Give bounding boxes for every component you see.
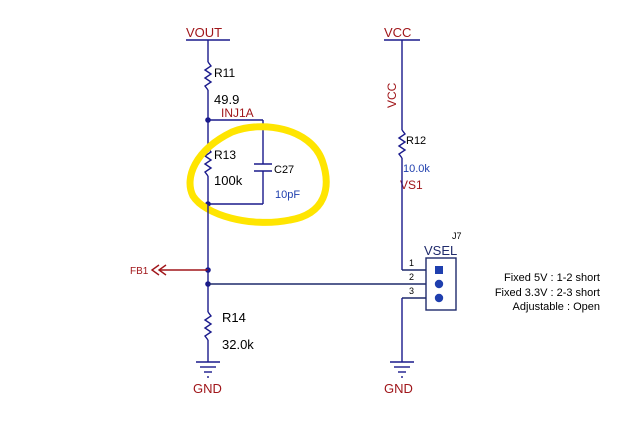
j7-pin3-label: 3	[409, 286, 414, 296]
r13-value: 100k	[214, 173, 243, 188]
resistor-r11	[203, 61, 213, 91]
r11-ref: R11	[214, 66, 235, 80]
j7-pin2-label: 2	[409, 272, 414, 282]
j7-ref: J7	[452, 231, 462, 241]
resistor-r13	[203, 147, 213, 177]
net-label-inj1a: INJ1A	[221, 106, 254, 120]
fb1-arrow-icon	[150, 264, 160, 276]
r14-value: 32.0k	[222, 337, 254, 352]
resistor-r12	[397, 129, 407, 159]
net-label-vout: VOUT	[186, 25, 222, 40]
j7-pin1-icon	[435, 266, 443, 274]
note-fixed-5v: Fixed 5V : 1-2 short	[504, 272, 600, 284]
resistor-r14	[203, 311, 213, 341]
note-adjustable: Adjustable : Open	[513, 301, 600, 313]
net-label-vcc-top: VCC	[384, 25, 411, 40]
note-fixed-3v3: Fixed 3.3V : 2-3 short	[495, 287, 600, 299]
connector-j7-body	[425, 257, 457, 311]
net-label-vcc-vertical: VCC	[385, 82, 399, 108]
j7-name: VSEL	[424, 243, 457, 258]
r12-value: 10.0k	[403, 163, 430, 175]
r13-ref: R13	[214, 148, 236, 162]
c27-ref: C27	[274, 164, 294, 176]
highlight-circle	[186, 123, 330, 226]
j7-pin1-label: 1	[409, 258, 414, 268]
net-label-fb1: FB1	[130, 266, 149, 277]
r14-ref: R14	[222, 310, 246, 325]
net-label-gnd-left: GND	[193, 381, 222, 396]
j7-pin3-icon	[434, 293, 444, 303]
r11-value: 49.9	[214, 92, 239, 107]
j7-pin2-icon	[434, 279, 444, 289]
net-label-vs1: VS1	[400, 178, 423, 192]
r12-ref: R12	[406, 135, 426, 147]
c27-value: 10pF	[275, 189, 300, 201]
net-label-gnd-right: GND	[384, 381, 413, 396]
